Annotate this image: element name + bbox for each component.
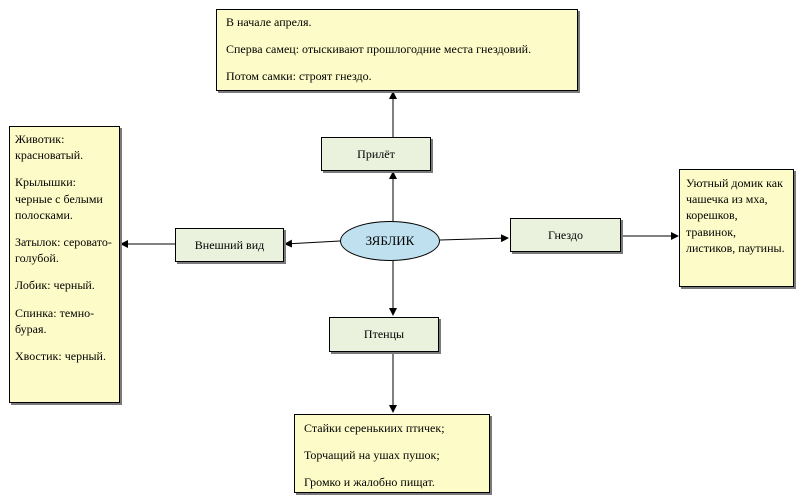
center-node: ЗЯБЛИК (340, 221, 440, 261)
note-appearance-line: Хвостик: черный. (15, 348, 106, 363)
note-arrival-line: В начале апреля. (226, 15, 312, 29)
node-chicks-label: Птенцы (363, 327, 405, 342)
note-chicks-line: Торчащий на ушах пушок; (304, 448, 440, 463)
note-appearance-line: Лобик: черный. (15, 278, 95, 293)
note-appearance-line: Животик: красноватый. (15, 132, 84, 163)
note-chicks-line: Стайки серенькиих птичек; (304, 421, 445, 435)
arrow-center-to-nest (439, 234, 509, 243)
note-arrival-line: Сперва самец: отыскивают прошлогодние ме… (226, 42, 532, 57)
note-arrival: В начале апреля. Сперва самец: отыскиваю… (216, 9, 578, 91)
node-chicks: Птенцы (329, 317, 439, 352)
note-nest-line: Уютный домик как чашечка из мха, корешко… (686, 176, 785, 255)
node-nest: Гнездо (510, 218, 621, 252)
node-nest-label: Гнездо (547, 227, 583, 242)
note-arrival-line: Потом самки: строят гнездо. (226, 69, 372, 84)
node-arrival-label: Прилёт (357, 146, 395, 161)
note-nest: Уютный домик как чашечка из мха, корешко… (679, 169, 794, 287)
note-chicks: Стайки серенькиих птичек; Торчащий на уш… (294, 414, 490, 493)
note-appearance: Животик: красноватый. Крылышки: черные с… (9, 126, 120, 403)
arrow-center-to-appearance (284, 239, 341, 248)
note-appearance-line: Спинка: темно-бурая. (15, 305, 95, 336)
node-appearance: Внешний вид (175, 228, 284, 262)
note-chicks-line: Громко и жалобно пищат. (304, 475, 435, 490)
note-appearance-line: Затылок: серовато-голубой. (15, 234, 112, 266)
note-appearance-line: Крылышки: черные с белыми полосками. (15, 175, 103, 222)
node-arrival: Прилёт (321, 137, 431, 171)
center-node-label: ЗЯБЛИК (365, 233, 415, 248)
node-appearance-label: Внешний вид (194, 237, 265, 252)
